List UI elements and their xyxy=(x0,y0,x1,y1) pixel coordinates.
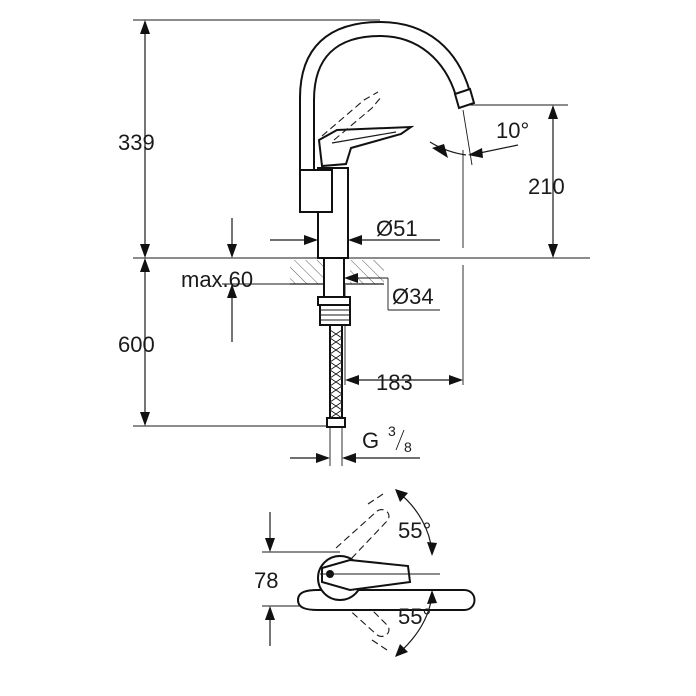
dimension-rotation-angle-bottom: 55° xyxy=(395,590,437,657)
dimension-outlet-height: 210 xyxy=(528,105,565,258)
label-hose-length: 600 xyxy=(118,332,155,357)
dimension-handle-height: 78 xyxy=(254,512,340,646)
label-spout-angle: 10° xyxy=(496,118,529,143)
top-view xyxy=(296,491,476,653)
dimension-rotation-angle-top: 55° xyxy=(395,489,437,556)
label-spout-reach: 183 xyxy=(376,370,413,395)
label-thread-type: G xyxy=(362,428,379,453)
label-total-height: 339 xyxy=(118,130,155,155)
dimension-hose-length: 600 xyxy=(118,258,155,426)
label-handle-height: 78 xyxy=(254,568,278,593)
label-hole-diameter: Ø34 xyxy=(392,284,434,309)
label-thread-fraction-top: 3 xyxy=(388,423,396,439)
dimension-spout-reach: 183 xyxy=(345,370,463,395)
label-outlet-height: 210 xyxy=(528,174,565,199)
label-rotation-angle-top: 55° xyxy=(398,518,431,543)
mounting-deck xyxy=(290,260,384,285)
dimension-spout-angle: 10° xyxy=(429,109,529,166)
dimension-connection-thread: G 3 8 xyxy=(290,423,420,463)
dimension-base-diameter: Ø51 xyxy=(270,216,440,245)
dimension-total-height: 339 xyxy=(118,20,155,258)
supply-hose xyxy=(326,324,346,428)
label-thread-fraction-bottom: 8 xyxy=(404,439,412,455)
dimension-max-deck-thickness: max.60 xyxy=(181,218,290,342)
label-rotation-angle-bottom: 55° xyxy=(398,604,431,629)
faucet-body xyxy=(299,20,476,259)
label-max-deck-thickness: max.60 xyxy=(181,267,253,292)
label-base-diameter: Ø51 xyxy=(376,216,418,241)
dimension-hole-diameter: Ø34 xyxy=(344,273,440,311)
